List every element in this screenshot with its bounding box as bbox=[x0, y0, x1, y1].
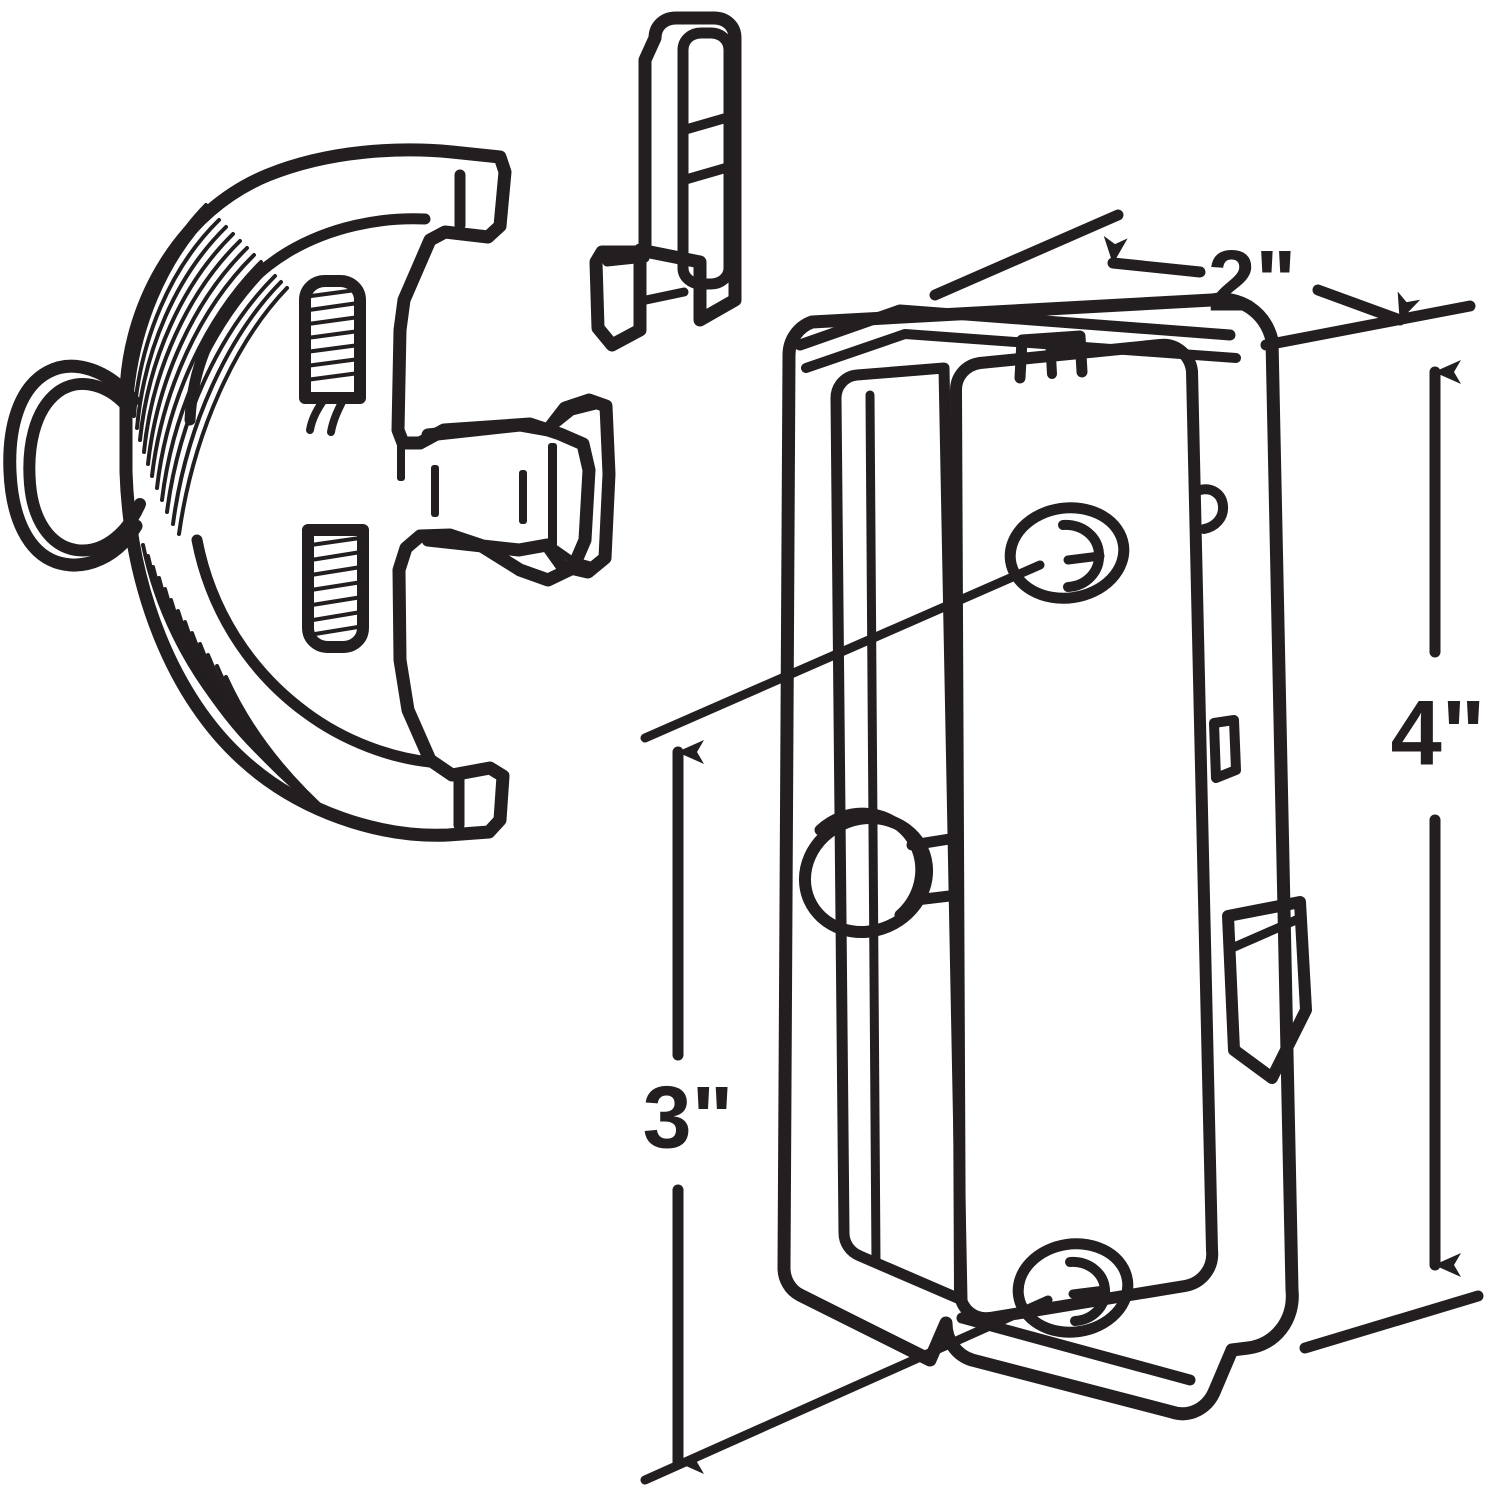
strike-hook-lower-edge bbox=[641, 287, 689, 305]
dim2-arrow-right bbox=[1312, 284, 1421, 326]
dim3-leader-upper-hole bbox=[640, 560, 1045, 743]
housing-mounting-plate bbox=[950, 338, 1219, 1325]
t-spindle-post bbox=[421, 393, 616, 579]
dimension-label-2in: 2" bbox=[1208, 234, 1297, 330]
housing-top-keeper-gap bbox=[1045, 333, 1057, 379]
side-release-tab bbox=[1222, 896, 1312, 1084]
thumb-actuator-button bbox=[798, 807, 964, 939]
housing-bottom-flange bbox=[956, 1312, 1196, 1386]
center-gap-tick bbox=[397, 433, 405, 481]
upper-arm-ribbing bbox=[126, 203, 289, 536]
handle-claw-outline bbox=[119, 143, 596, 842]
dim2-extension-line-left bbox=[929, 209, 1124, 301]
thumb-knob bbox=[3, 359, 146, 572]
housing-left-channel bbox=[830, 362, 968, 1306]
part-latch-housing bbox=[777, 292, 1312, 1421]
side-lug bbox=[1209, 715, 1241, 783]
lower-slot bbox=[302, 524, 369, 653]
strike-hook-foot-edge bbox=[602, 253, 650, 267]
strike-bar-inner-rail bbox=[677, 27, 735, 290]
strike-bar-slot-2 bbox=[679, 162, 734, 185]
claw-lower-inner-edge bbox=[191, 534, 436, 768]
dimension-label-3in: 3" bbox=[643, 1067, 734, 1166]
side-lug-upper bbox=[1195, 484, 1229, 534]
dim3-leader-lower-hole bbox=[640, 1295, 1053, 1485]
strike-bar-slot-1 bbox=[679, 112, 734, 135]
housing-left-channel-inner bbox=[865, 390, 881, 1267]
dim2-arrow-left bbox=[1103, 235, 1206, 278]
dim4-extension-line-bottom bbox=[1299, 1290, 1484, 1354]
part-latch-strike-bar bbox=[589, 11, 742, 352]
dimension-label-4in: 4" bbox=[1391, 682, 1486, 784]
dimension-2in: 2" bbox=[929, 209, 1476, 351]
claw-upper-inner-edge bbox=[184, 213, 431, 426]
strike-bar-outline bbox=[589, 11, 742, 352]
part-handle-knob-assembly bbox=[3, 143, 616, 842]
dim2-extension-line-right bbox=[1260, 300, 1476, 351]
upper-screw-hole bbox=[1004, 502, 1130, 604]
dimension-4in: 4" bbox=[1299, 360, 1486, 1354]
upper-slot bbox=[299, 275, 366, 436]
dimension-3in: 3" bbox=[640, 560, 1053, 1485]
housing-top-rear-edge bbox=[794, 304, 1236, 351]
side-release-tab-bevel bbox=[1227, 915, 1301, 953]
lower-screw-hole bbox=[1012, 1238, 1134, 1338]
housing-outer-shell bbox=[777, 292, 1299, 1421]
